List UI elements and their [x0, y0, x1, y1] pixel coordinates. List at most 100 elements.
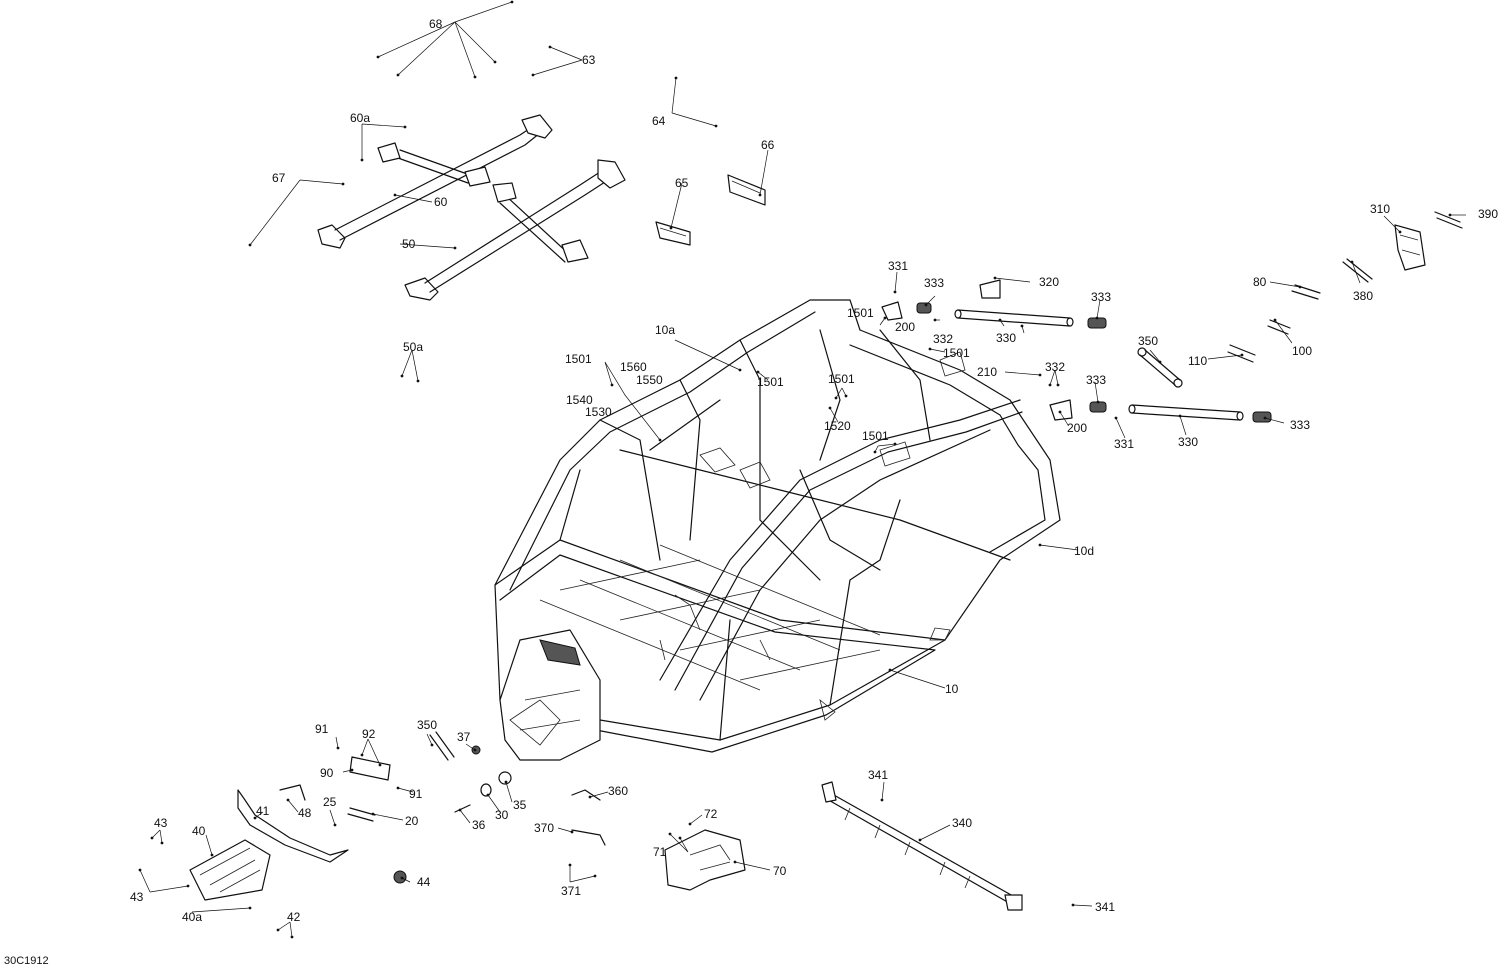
leader-end-dot	[400, 374, 404, 378]
callout-48: 48	[298, 806, 312, 820]
callout-330-upper: 330	[996, 331, 1016, 345]
callout-333-a: 333	[924, 276, 944, 290]
leader-end-dot	[360, 753, 364, 757]
callout-332-a: 332	[933, 332, 953, 346]
leader-end-dot	[1263, 416, 1267, 420]
leader-lines	[139, 1, 1466, 938]
leader-end-dot	[1056, 383, 1060, 387]
callout-1501-e: 1501	[565, 352, 592, 366]
leader-end-dot	[248, 243, 252, 247]
leader-end-dot	[593, 874, 597, 878]
leader-end-dot	[248, 906, 252, 910]
callout-1540: 1540	[566, 393, 593, 407]
leader-end-dot	[473, 75, 477, 79]
leader-end-dot	[1398, 230, 1402, 234]
leader-end-dot	[1058, 410, 1062, 414]
callout-331-b: 331	[1114, 437, 1134, 451]
leader-end-dot	[360, 158, 364, 162]
callout-72: 72	[704, 807, 718, 821]
leader-end-dot	[276, 928, 280, 932]
leader-end-dot	[669, 226, 673, 230]
brackets-65-66	[655, 174, 766, 246]
callout-30: 30	[495, 808, 509, 822]
callout-341-b: 341	[1095, 900, 1115, 914]
callout-68: 68	[429, 17, 443, 31]
callout-1501-d: 1501	[757, 375, 784, 389]
leader-end-dot	[668, 832, 672, 836]
leader-end-dot	[844, 394, 848, 398]
leader-end-dot	[834, 396, 838, 400]
callout-42: 42	[287, 910, 301, 924]
leader-end-dot	[458, 808, 462, 812]
callout-50: 50	[402, 237, 416, 251]
leader-end-dot	[350, 768, 354, 772]
leader-end-dot	[924, 303, 928, 307]
callout-66: 66	[761, 138, 775, 152]
callout-100: 100	[1292, 344, 1312, 358]
callout-330-lower: 330	[1178, 435, 1198, 449]
callout-371: 371	[561, 884, 581, 898]
callout-44: 44	[417, 875, 431, 889]
leader-end-dot	[738, 368, 742, 372]
leader-end-dot	[1096, 400, 1100, 404]
callout-1550: 1550	[636, 373, 663, 387]
leader-end-dot	[253, 816, 257, 820]
leader-end-dot	[933, 318, 937, 322]
leader-end-dot	[333, 823, 337, 827]
leader-end-dot	[393, 193, 397, 197]
callout-25: 25	[323, 795, 337, 809]
leader-end-dot	[1158, 360, 1162, 364]
leader-end-dot	[1038, 543, 1042, 547]
callout-90: 90	[320, 766, 334, 780]
leader-end-dot	[504, 780, 508, 784]
leader-end-dot	[888, 668, 892, 672]
leader-end-dot	[658, 438, 662, 442]
leader-end-dot	[678, 836, 682, 840]
leader-end-dot	[1095, 316, 1099, 320]
callout-331-a: 331	[888, 259, 908, 273]
leader-end-dot	[1071, 903, 1075, 907]
leader-end-dot	[674, 76, 678, 80]
callout-64: 64	[652, 114, 666, 128]
lower-left-parts	[189, 731, 746, 901]
callout-333-d: 333	[1290, 418, 1310, 432]
callout-35: 35	[513, 798, 527, 812]
leader-end-dot	[403, 125, 407, 129]
callout-71: 71	[653, 845, 667, 859]
leader-end-dot	[336, 746, 340, 750]
callout-310: 310	[1370, 202, 1390, 216]
leader-end-dot	[1020, 324, 1024, 328]
callout-labels: 68 63 64 66 65 60a 67 60 50 50a 310 390 …	[130, 17, 1498, 924]
callout-70: 70	[773, 864, 787, 878]
leader-end-dot	[453, 246, 457, 250]
front-roof-bar-50	[404, 159, 626, 301]
callout-200-b: 200	[1067, 421, 1087, 435]
callout-210: 210	[977, 365, 997, 379]
callout-40a: 40a	[182, 910, 202, 924]
leader-end-dot	[610, 383, 614, 387]
callout-320: 320	[1039, 275, 1059, 289]
leader-end-dot	[378, 763, 382, 767]
callout-390: 390	[1478, 207, 1498, 221]
leader-end-dot	[376, 55, 380, 59]
leader-end-dot	[286, 798, 290, 802]
leader-end-dot	[473, 748, 477, 752]
callout-63: 63	[582, 53, 596, 67]
callout-40: 40	[192, 824, 206, 838]
callout-37: 37	[457, 730, 471, 744]
leader-end-dot	[1448, 213, 1452, 217]
leader-end-dot	[396, 73, 400, 77]
callout-91-b: 91	[409, 787, 423, 801]
leader-end-dot	[1038, 373, 1042, 377]
callout-80: 80	[1253, 275, 1267, 289]
leader-end-dot	[873, 450, 877, 454]
leader-end-dot	[341, 182, 345, 186]
callout-350-lower: 350	[417, 718, 437, 732]
leader-end-dot	[1114, 416, 1118, 420]
leader-end-dot	[714, 124, 718, 128]
leader-end-dot	[918, 838, 922, 842]
callout-1501-b: 1501	[943, 346, 970, 360]
leader-end-dot	[548, 45, 552, 49]
callout-41: 41	[256, 804, 270, 818]
